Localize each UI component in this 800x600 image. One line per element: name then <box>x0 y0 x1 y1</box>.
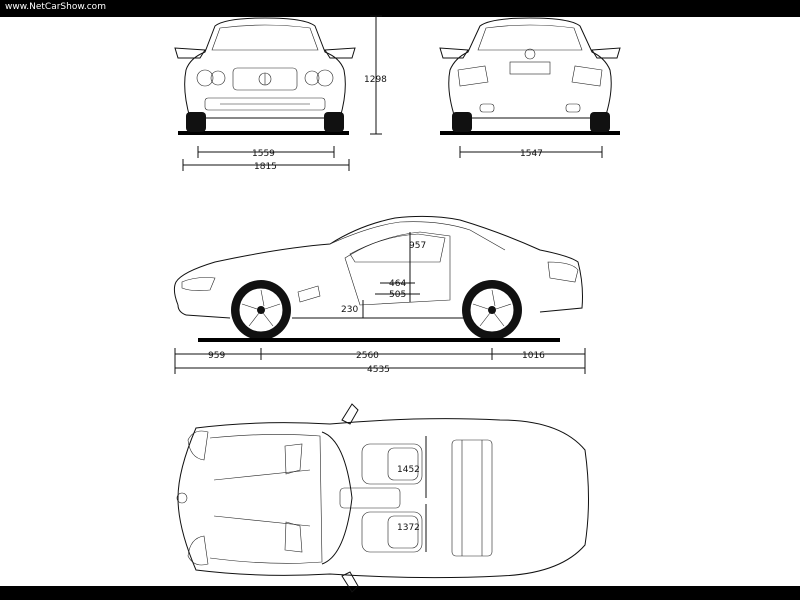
dim-front-overhang: 959 <box>208 351 225 361</box>
dim-height: 1298 <box>364 75 387 85</box>
top-bar: www.NetCarShow.com <box>0 0 800 17</box>
rear-view: 1547 <box>439 17 621 159</box>
dim-wheelbase: 2560 <box>356 351 379 361</box>
dim-length: 4535 <box>367 365 390 375</box>
dim-rear-track: 1547 <box>520 149 543 159</box>
front-grille <box>232 67 298 91</box>
top-body-outline <box>177 418 589 579</box>
side-roofline <box>329 221 506 251</box>
front-windshield <box>211 24 319 51</box>
top-view: 1452 1372 <box>176 403 589 593</box>
rear-left-tyre <box>452 112 472 132</box>
top-seats <box>339 443 423 553</box>
rear-star-emblem <box>524 48 536 60</box>
front-left-tyre <box>186 112 206 132</box>
rear-body-outline <box>448 17 612 119</box>
site-watermark: www.NetCarShow.com <box>5 2 106 12</box>
dim-505: 505 <box>389 290 406 300</box>
front-right-mirror <box>324 47 356 59</box>
dim-230: 230 <box>341 305 358 315</box>
dim-interior-1452: 1452 <box>397 465 420 475</box>
front-left-mirror <box>174 47 206 59</box>
front-view: 1298 1559 1815 <box>174 15 387 172</box>
rear-window <box>477 24 583 51</box>
top-star-emblem <box>176 492 188 504</box>
bottom-bar <box>0 586 800 600</box>
rear-right-tyre <box>590 112 610 132</box>
dim-interior-1372: 1372 <box>397 523 420 533</box>
dim-width: 1815 <box>254 162 277 172</box>
top-rear-deck <box>451 439 493 557</box>
front-right-tyre <box>324 112 344 132</box>
dim-464: 464 <box>389 279 406 289</box>
top-windshield <box>321 431 353 565</box>
front-body-outline <box>184 17 346 119</box>
side-view: 957 464 505 230 959 2560 1016 4535 <box>173 215 586 375</box>
side-rear-wheel <box>462 280 522 340</box>
dim-rear-overhang: 1016 <box>522 351 545 361</box>
dim-door-height: 957 <box>409 241 426 251</box>
top-bonnet <box>209 434 323 564</box>
dim-front-track: 1559 <box>252 149 275 159</box>
top-right-mirror <box>341 571 359 593</box>
top-left-mirror <box>341 403 359 425</box>
side-door <box>344 231 451 306</box>
rear-plate <box>509 61 551 75</box>
side-front-wheel <box>231 280 291 340</box>
